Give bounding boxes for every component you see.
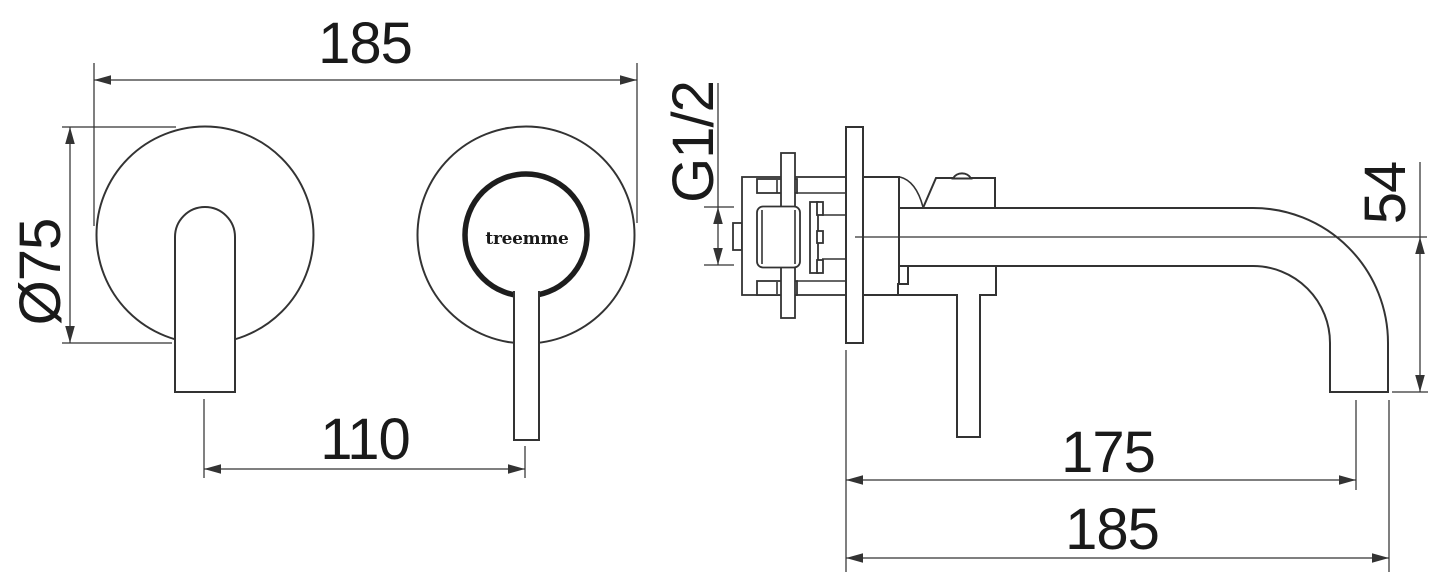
union-nut-tab-bottom: [816, 259, 824, 274]
faucet-base-block: [862, 176, 900, 296]
arrow-up: [1415, 237, 1425, 254]
dim-label-spout-reach: 175: [1061, 420, 1155, 485]
arrow-up: [65, 127, 75, 144]
arrow-right: [620, 75, 637, 85]
body-fillet-arc: [899, 176, 924, 208]
dim-escutcheon-diameter: Ø75: [8, 126, 176, 344]
inlet-stub: [732, 222, 743, 251]
dim-label-diameter: Ø75: [8, 219, 73, 326]
handle-lever-side: [897, 265, 997, 438]
logo-text: treemme: [485, 229, 569, 249]
spout-side: [898, 207, 1389, 393]
side-view: [732, 126, 1427, 438]
dim-spout-drop: 54: [1353, 162, 1428, 393]
thread-union-square: [756, 205, 801, 269]
dim-center-distance: 110: [203, 399, 526, 478]
dim-spout-reach: 175: [845, 350, 1357, 572]
dim-label-thread: G1/2: [661, 81, 726, 203]
arrow-left: [846, 475, 863, 485]
dim-inlet-thread: G1/2: [661, 81, 734, 266]
dim-label-centers: 110: [320, 407, 409, 472]
union-nut-tab-top: [816, 201, 824, 216]
arrow-left: [204, 464, 221, 474]
spout-mount-collar: [921, 177, 996, 209]
arrow-down: [65, 326, 75, 343]
set-screw-dome: [951, 172, 973, 180]
dim-label-overall-depth: 185: [1065, 497, 1159, 562]
dim-label-spout-drop: 54: [1353, 162, 1418, 225]
dim-label-front-width: 185: [318, 11, 412, 76]
arrow-down: [1415, 375, 1425, 392]
dim-overall-depth: 185: [846, 400, 1390, 572]
arrow-left: [94, 75, 111, 85]
arrow-up: [713, 207, 723, 224]
spout-front: [174, 206, 236, 393]
handle-lever-front: [513, 291, 540, 441]
dim-front-overall-width: 185: [93, 11, 638, 226]
arrow-right: [508, 464, 525, 474]
wall-plate-side: [845, 126, 864, 344]
arrow-left: [846, 553, 863, 563]
front-view: treemme: [95, 125, 636, 441]
union-nut-tab-mid: [816, 230, 824, 244]
arrow-right: [1372, 553, 1389, 563]
arrow-right: [1339, 475, 1356, 485]
arrow-down: [713, 248, 723, 265]
